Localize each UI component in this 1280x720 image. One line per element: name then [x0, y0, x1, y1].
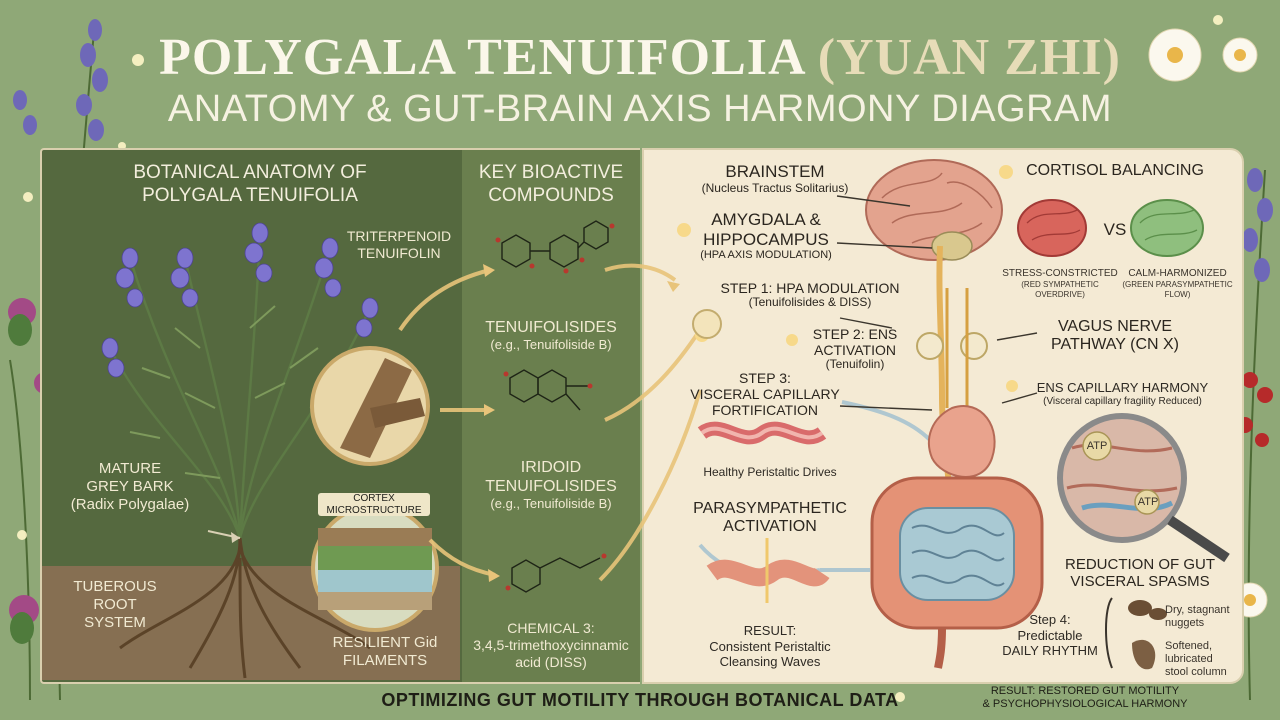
result-label: RESULT: Consistent Peristaltic Cleansing… — [709, 623, 831, 670]
atp-label-2: ATP — [1137, 496, 1159, 508]
stress-constricted-label: STRESS-CONSTRICTED (RED SYMPATHETIC OVER… — [1002, 268, 1118, 299]
compounds-heading: KEY BIOACTIVE COMPOUNDS — [478, 162, 624, 206]
title-main: POLYGALA TENUIFOLIA — [159, 29, 804, 86]
compound-diss: CHEMICAL 3: 3,4,5-trimethoxycinnamic aci… — [473, 620, 629, 670]
calm-harmonized-label: CALM-HARMONIZED (GREEN PARASYMPATHETIC F… — [1122, 268, 1233, 299]
vs-label: VS — [1103, 220, 1127, 239]
compound-iridoid: IRIDOID TENUIFOLISIDES (e.g., Tenuifolis… — [485, 459, 617, 512]
dry-nuggets-label: Dry, stagnant nuggets — [1165, 604, 1230, 630]
footer-caption: OPTIMIZING GUT MOTILITY THROUGH BOTANICA… — [381, 690, 899, 710]
step1-label: STEP 1: HPA MODULATION (Tenuifolisides &… — [720, 280, 900, 310]
softened-stool-label: Softened, lubricated stool column — [1165, 640, 1227, 679]
step4-label: Step 4: Predictable DAILY RHYTHM — [1002, 612, 1098, 659]
cortex-label: CORTEX MICROSTRUCTURE — [318, 493, 430, 516]
step2-label: STEP 2: ENS ACTIVATION (Tenuifolin) — [812, 326, 898, 372]
ens-capillary-label: ENS CAPILLARY HARMONY (Visceral capillar… — [1036, 380, 1209, 407]
page-subtitle: ANATOMY & GUT-BRAIN AXIS HARMONY DIAGRAM — [167, 88, 1113, 130]
triterpenoid-label: TRITERPENOID TENUIFOLIN — [346, 228, 452, 261]
atp-label-1: ATP — [1086, 440, 1108, 452]
step3-label: STEP 3: VISCERAL CAPILLARY FORTIFICATION — [690, 370, 840, 419]
gut-spasms-label: REDUCTION OF GUT VISCERAL SPASMS — [1065, 556, 1215, 591]
amygdala-label: AMYGDALA & HIPPOCAMPUS (HPA AXIS MODULAT… — [700, 210, 832, 262]
polygala-plant-illustration — [101, 222, 439, 679]
page-title: POLYGALA TENUIFOLIA (YUAN ZHI) — [0, 28, 1280, 87]
root-system-label: TUBEROUS ROOT SYSTEM — [73, 578, 157, 631]
molecule-structures — [495, 220, 615, 593]
cortisol-label: CORTISOL BALANCING — [1026, 162, 1204, 179]
brain-gut-illustration — [677, 159, 1230, 670]
filaments-label: RESILIENT Gid FILAMENTS — [332, 634, 438, 669]
title-paren: (YUAN ZHI) — [817, 29, 1121, 86]
result-footer: RESULT: RESTORED GUT MOTILITY & PSYCHOPH… — [982, 685, 1188, 711]
peristaltic-label: Healthy Peristaltic Drives — [703, 465, 837, 479]
mature-bark-label: MATURE GREY BARK (Radix Polygalae) — [70, 460, 190, 513]
vagus-nerve-label: VAGUS NERVE PATHWAY (CN X) — [1051, 318, 1179, 354]
compound-tenuifolisides: TENUIFOLISIDES (e.g., Tenuifoliside B) — [485, 319, 617, 353]
parasympathetic-label: PARASYMPATHETIC ACTIVATION — [693, 500, 847, 536]
botanical-heading: BOTANICAL ANATOMY OF POLYGALA TENUIFOLIA — [133, 162, 367, 206]
brainstem-label: BRAINSTEM (Nucleus Tractus Solitarius) — [701, 162, 849, 195]
